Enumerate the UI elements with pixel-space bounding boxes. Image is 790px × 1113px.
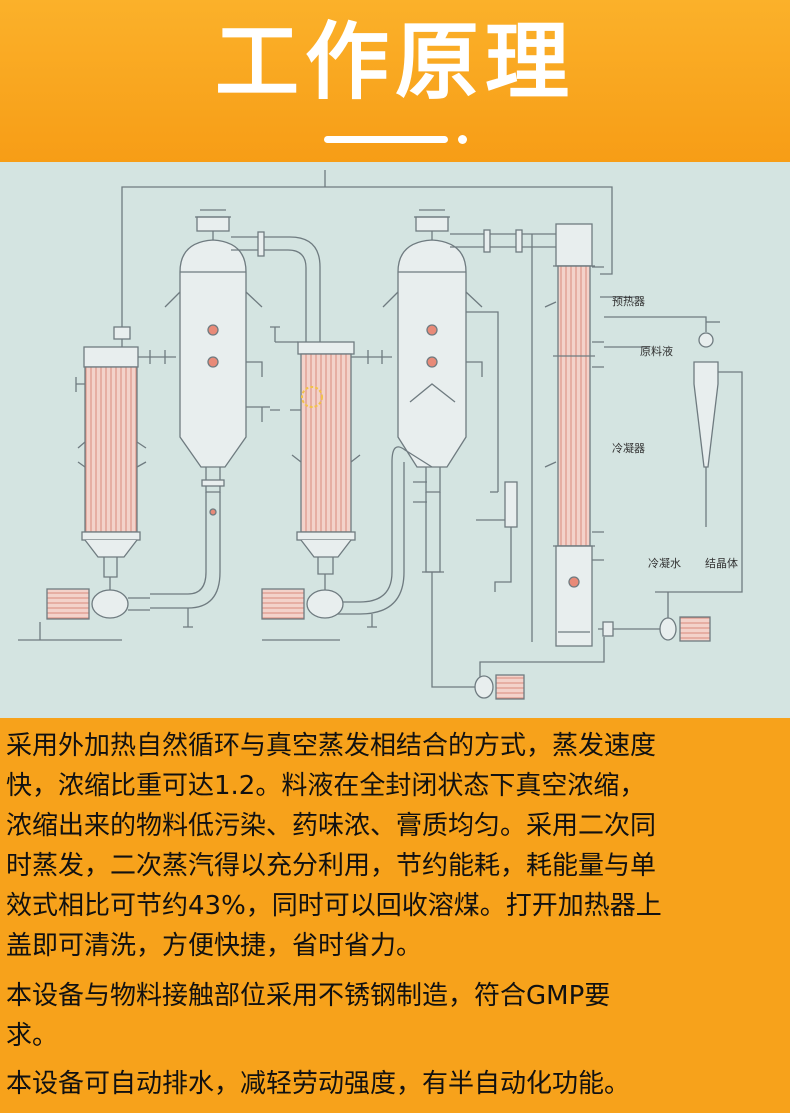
label-preheater: 预热器 xyxy=(612,295,645,308)
description-line: 盖即可清洗，方便快捷，省时省力。 xyxy=(6,931,423,961)
condenser xyxy=(544,223,604,647)
evaporator-1 xyxy=(150,209,270,609)
description-section: 采用外加热自然循环与真空蒸发相结合的方式，蒸发速度 快，浓缩比重可达1.2。料液… xyxy=(0,718,790,1113)
label-condensate: 冷凝水 xyxy=(648,556,681,570)
description-line: 效式相比可节约43%，同时可以回收溶煤。打开加热器上 xyxy=(6,891,662,921)
pump-bottom xyxy=(474,674,525,700)
label-raw-liquid: 原料液 xyxy=(640,344,673,358)
description-line: 采用外加热自然循环与真空蒸发相结合的方式，蒸发速度 xyxy=(6,731,657,761)
description-line: 本设备可自动排水，减轻劳动强度，有半自动化功能。 xyxy=(6,1069,631,1099)
description-line: 时蒸发，二次蒸汽得以充分利用，节约能耗，耗能量与单 xyxy=(6,851,657,881)
description-line: 快，浓缩比重可达1.2。料液在全封闭状态下真空浓缩， xyxy=(6,771,646,801)
crystallizer xyxy=(655,332,743,593)
title-underline xyxy=(324,136,448,143)
heater-1 xyxy=(75,326,176,578)
page-title: 工作原理 xyxy=(214,13,575,111)
evaporator-2 xyxy=(330,209,499,615)
pump-left xyxy=(39,577,193,640)
pump-right xyxy=(598,592,711,642)
label-crystal: 结晶体 xyxy=(705,556,738,570)
heater-2 xyxy=(270,326,392,575)
header-banner: 工作原理 xyxy=(0,0,790,162)
label-condenser: 冷凝器 xyxy=(612,441,645,455)
process-diagram: 预热器 原料液 冷凝器 冷凝水 结晶体 xyxy=(0,162,790,718)
pump-middle xyxy=(261,574,377,641)
description-line: 求。 xyxy=(6,1021,59,1051)
description-line: 浓缩出来的物料低污染、药味浓、膏质均匀。采用二次同 xyxy=(6,811,657,841)
description-line: 本设备与物料接触部位采用不锈钢制造，符合GMP要 xyxy=(6,981,611,1011)
title-dot xyxy=(458,135,467,144)
evaporator-schematic: 预热器 原料液 冷凝器 冷凝水 结晶体 xyxy=(18,170,743,700)
